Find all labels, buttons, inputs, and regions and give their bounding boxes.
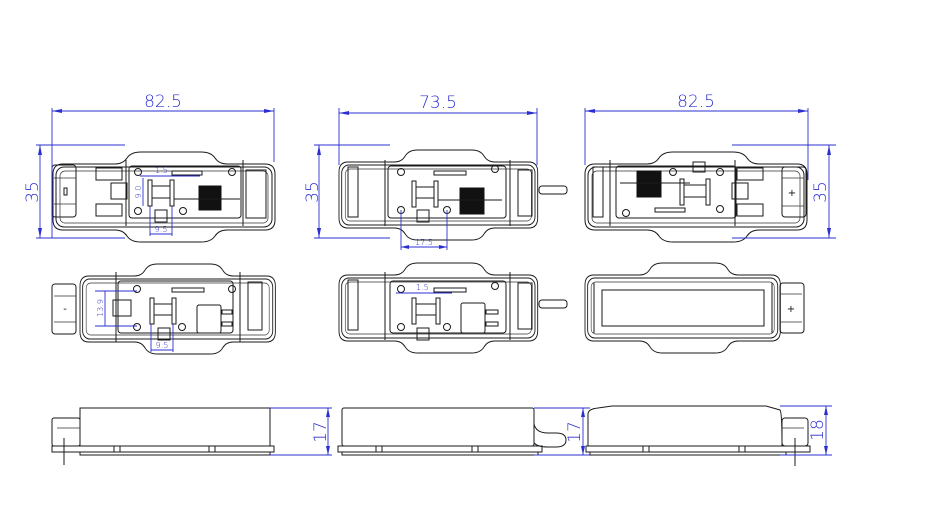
- dim-width-label: 73.5: [419, 93, 457, 113]
- connector-right: +: [779, 282, 805, 334]
- dim-hole-spacing-label: 17.5: [415, 238, 433, 247]
- minus-symbol: -: [63, 304, 67, 315]
- dim-height-label: 35: [23, 181, 43, 203]
- connector-right: +: [781, 166, 807, 218]
- view-mid-right: +: [584, 262, 805, 354]
- view-side-right: 18: [585, 405, 832, 466]
- dim-pin-height-label: 9.0: [134, 186, 143, 199]
- dim-height-label: 35: [811, 181, 831, 203]
- connector-left: -: [51, 283, 77, 335]
- view-top-right: + 82.5 35: [584, 92, 836, 243]
- plus-symbol: +: [788, 188, 796, 199]
- view-top-middle: 73.5 35 17.5: [303, 93, 568, 250]
- dim-pin-gap-label: 1.5: [155, 166, 168, 175]
- dim-height-label: 17: [311, 421, 331, 443]
- dim-hole-spacing-label: 13.9: [96, 299, 105, 317]
- plus-symbol: +: [787, 304, 795, 315]
- dim-height-label: 17: [565, 421, 585, 443]
- dim-height-label: 35: [303, 181, 323, 203]
- view-mid-middle: 1.5: [338, 262, 568, 354]
- view-mid-left: - 13.9 9.5: [51, 263, 276, 355]
- dim-height-label: 18: [808, 419, 828, 441]
- dim-pin-spacing-label: 9.5: [156, 341, 169, 350]
- dim-pin-spacing-label: 9.5: [155, 225, 168, 234]
- dim-pin-gap-label: 1.5: [416, 283, 429, 292]
- dim-width-label: 82.5: [677, 92, 715, 112]
- dim-width-label: 82.5: [144, 92, 182, 112]
- view-side-middle: 17: [337, 407, 590, 456]
- view-side-left: 17: [51, 407, 332, 465]
- view-top-left: 82.5 35 1.5 9.0 9.5: [23, 92, 276, 243]
